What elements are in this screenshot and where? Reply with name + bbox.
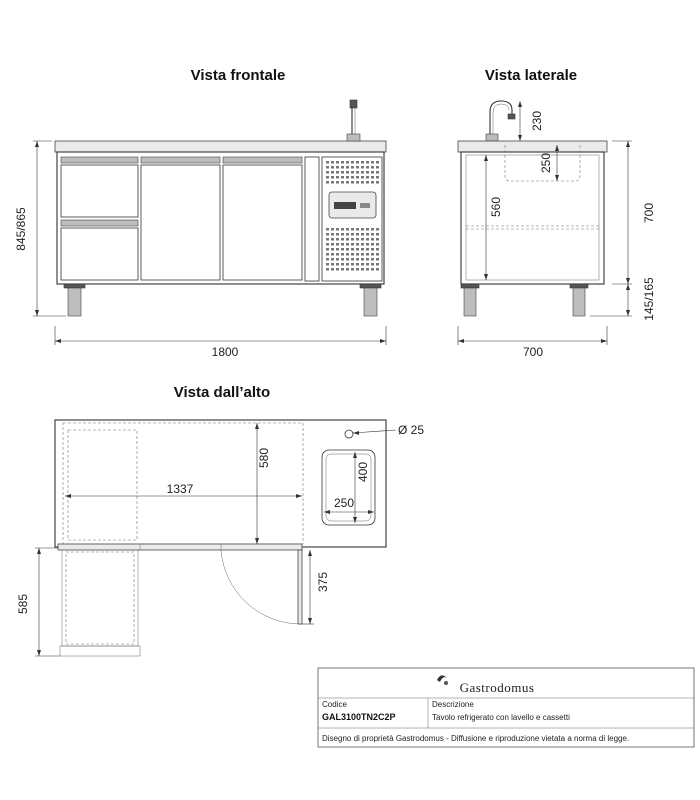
dim-hole-diameter: Ø 25 [398,423,424,437]
side-leg-left [463,285,477,317]
title-block: Gastrodomus Codice GAL3100TN2C2P Descriz… [317,667,695,748]
vent-grille-bottom [326,228,379,271]
top-basin [321,449,376,526]
display-screen [334,202,356,209]
front-view: 845/865 1800 [14,99,387,359]
front-worktop [54,140,387,153]
code-value: GAL3100TN2C2P [322,712,396,722]
dim-basin-length: 400 [356,462,370,482]
code-label: Codice [322,700,347,709]
top-view-title: Vista dall’alto [174,384,270,401]
drawer-top [60,164,139,218]
drawer-column [60,156,139,281]
dim-drawer-extension: 585 [16,594,30,614]
dim-inner-depth: 580 [257,448,271,468]
top-worktop [54,419,387,548]
front-view-title: Vista frontale [191,67,286,84]
front-leg-left [67,285,82,317]
dim-front-height: 845/865 [14,207,28,251]
doors [140,156,303,281]
dim-inner-height: 560 [489,197,503,217]
dim-door-swing: 375 [316,572,330,592]
door-1 [140,164,221,281]
compressor-panel [304,156,383,282]
top-drawer-outline [67,429,138,541]
dim-side-width: 700 [523,345,543,359]
front-leg-right [363,285,378,317]
tap-hole [344,429,354,439]
description-value: Tavolo refrigerato con lavello e cassett… [432,713,570,722]
door-2 [222,164,303,281]
side-view-title: Vista laterale [485,67,577,84]
door-open [297,549,303,625]
side-leg-right [572,285,586,317]
vent-grille-top [326,161,379,184]
drawer-handle-bottom [60,219,139,227]
front-body [56,151,385,285]
ownership-note: Disegno di proprietà Gastrodomus - Diffu… [322,734,629,743]
side-basin [504,145,581,182]
side-worktop [457,140,608,153]
description-label: Descrizione [432,700,474,709]
side-view: 230 250 560 700 145/165 700 [457,100,656,359]
door-handle-1 [140,156,221,164]
dim-side-height: 700 [642,203,656,223]
side-body [460,151,605,285]
dim-leg-height: 145/165 [642,277,656,321]
door-swing-arc [220,549,302,625]
faucet-front [346,99,361,142]
dim-tap-height: 230 [530,111,544,131]
door-handle-2 [222,156,303,164]
drawer-bottom [60,227,139,281]
drawer-handle-top [60,156,139,164]
top-view: Ø 25 580 1337 400 250 375 585 [16,419,424,657]
dim-basin-width: 250 [334,496,354,510]
dim-front-width: 1800 [212,345,239,359]
dim-basin-depth: 250 [539,153,553,173]
brand-name: Gastrodomus [460,680,535,695]
faucet-side [485,100,516,142]
dim-inner-width: 1337 [167,482,194,496]
gastrodomus-logo-icon [437,675,448,685]
